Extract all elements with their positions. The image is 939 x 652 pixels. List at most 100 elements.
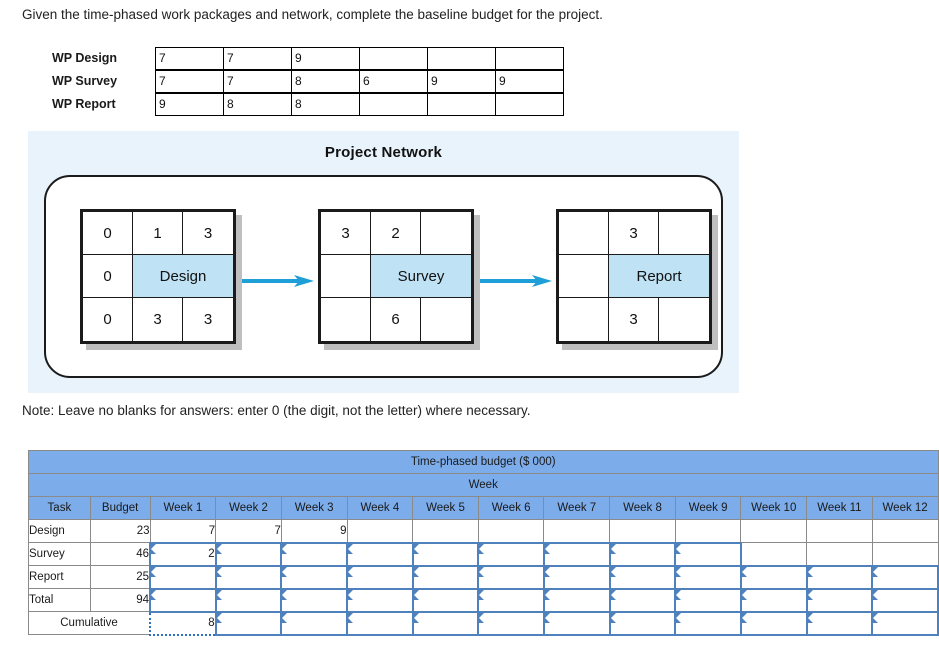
input-survey-week-6[interactable] <box>477 541 545 567</box>
node-cell-late-finish <box>421 298 471 341</box>
table-row-design: Design 23 7 7 9 <box>28 519 939 543</box>
input-report-week-10[interactable] <box>739 564 808 590</box>
input-report-week-1[interactable] <box>149 564 217 590</box>
node-cell-late-start: 0 <box>83 298 133 341</box>
input-total-week-7[interactable] <box>542 587 611 613</box>
column-header-week-12: Week 12 <box>871 496 939 520</box>
input-survey-week-7[interactable] <box>542 541 611 567</box>
wp-cell: 7 <box>223 69 292 93</box>
cell-design-week-11 <box>806 519 873 543</box>
input-total-week-8[interactable] <box>608 587 677 613</box>
page-instruction: Given the time-phased work packages and … <box>22 7 603 22</box>
node-label: Survey <box>371 255 471 298</box>
input-cumulative-week-9[interactable] <box>674 610 742 636</box>
budget-table-head: Time-phased budget ($ 000) Week Task Bud… <box>28 450 939 520</box>
wp-cell <box>495 46 564 70</box>
input-cumulative-week-11[interactable] <box>805 610 874 636</box>
node-cell-slack <box>321 255 371 298</box>
input-cumulative-week-6[interactable] <box>477 610 545 636</box>
column-header-week-2: Week 2 <box>215 496 282 520</box>
node-cell-duration: 3 <box>609 212 659 255</box>
input-cumulative-week-8[interactable] <box>608 610 677 636</box>
week-group-label: Week <box>28 473 939 497</box>
input-total-week-6[interactable] <box>477 587 545 613</box>
cell-survey-week-12 <box>871 542 939 566</box>
wp-cell: 8 <box>291 92 360 116</box>
project-network-panel: Project Network 0 1 3 0 Design 0 3 3 <box>28 131 739 393</box>
input-cumulative-week-4[interactable] <box>346 610 414 636</box>
input-total-week-5[interactable] <box>411 587 480 613</box>
input-report-week-8[interactable] <box>608 564 677 590</box>
input-cumulative-week-2[interactable] <box>214 610 283 636</box>
input-survey-week-4[interactable] <box>346 541 414 567</box>
input-total-week-11[interactable] <box>805 587 874 613</box>
wp-cell <box>427 46 496 70</box>
column-header-week-8: Week 8 <box>609 496 676 520</box>
input-cumulative-week-5[interactable] <box>411 610 480 636</box>
wp-cell: 7 <box>155 69 224 93</box>
wp-cell: 6 <box>359 69 428 93</box>
column-header-week-1: Week 1 <box>149 496 217 520</box>
input-survey-week-5[interactable] <box>411 541 480 567</box>
work-package-row: WP Report 9 8 8 <box>52 92 564 116</box>
budget-table-body: Design 23 7 7 9 Survey 46 2 <box>28 519 939 636</box>
column-header-week-3: Week 3 <box>280 496 348 520</box>
node-cell-late-start <box>321 298 371 341</box>
budget-column-header-row: Task Budget Week 1 Week 2 Week 3 Week 4 … <box>28 496 939 520</box>
input-cumulative-week-1[interactable]: 8 <box>149 610 217 636</box>
input-survey-week-1[interactable]: 2 <box>149 541 217 567</box>
input-report-week-4[interactable] <box>346 564 414 590</box>
network-node-report: 3 Report 3 <box>556 209 718 350</box>
wp-cell: 7 <box>223 46 292 70</box>
project-network-title: Project Network <box>324 144 443 161</box>
wp-cell: 9 <box>495 69 564 93</box>
input-report-week-12[interactable] <box>871 564 939 590</box>
table-row-report: Report 25 <box>28 564 939 590</box>
input-total-week-3[interactable] <box>280 587 348 613</box>
input-total-week-2[interactable] <box>214 587 283 613</box>
input-survey-week-2[interactable] <box>214 541 283 567</box>
column-header-budget: Budget <box>89 496 151 520</box>
input-cumulative-week-10[interactable] <box>739 610 808 636</box>
node-cell-duration: 1 <box>133 212 183 255</box>
work-package-row: WP Survey 7 7 8 6 9 9 <box>52 69 564 93</box>
arrow-survey-to-report <box>480 275 552 287</box>
input-report-week-2[interactable] <box>214 564 283 590</box>
node-cell-early-start: 0 <box>83 212 133 255</box>
input-survey-week-9[interactable] <box>674 541 742 567</box>
input-total-week-9[interactable] <box>674 587 742 613</box>
wp-cell <box>359 46 428 70</box>
input-total-week-1[interactable] <box>149 587 217 613</box>
input-total-week-12[interactable] <box>871 587 939 613</box>
input-report-week-6[interactable] <box>477 564 545 590</box>
input-cumulative-week-3[interactable] <box>280 610 348 636</box>
wp-row-label: WP Survey <box>52 73 118 88</box>
input-report-week-5[interactable] <box>411 564 480 590</box>
node-cell-slack: 0 <box>83 255 133 298</box>
wp-cell: 9 <box>155 92 224 116</box>
wp-row-label: WP Design <box>52 50 118 65</box>
column-header-week-11: Week 11 <box>806 496 873 520</box>
node-cell-early-start <box>559 212 609 255</box>
node-cell-early-finish <box>659 212 709 255</box>
node-cell-duration: 2 <box>371 212 421 255</box>
input-survey-week-3[interactable] <box>280 541 348 567</box>
wp-cell: 7 <box>155 46 224 70</box>
row-label-cumulative: Cumulative <box>28 611 151 635</box>
input-report-week-7[interactable] <box>542 564 611 590</box>
wp-cell <box>495 92 564 116</box>
budget-title-row: Time-phased budget ($ 000) <box>28 450 939 474</box>
input-report-week-3[interactable] <box>280 564 348 590</box>
input-report-week-11[interactable] <box>805 564 874 590</box>
table-row-cumulative: Cumulative 8 <box>28 610 939 636</box>
wp-cell: 9 <box>427 69 496 93</box>
input-cumulative-week-12[interactable] <box>871 610 939 636</box>
column-header-week-6: Week 6 <box>477 496 545 520</box>
input-total-week-10[interactable] <box>739 587 808 613</box>
row-budget-total: 94 <box>89 588 151 612</box>
input-total-week-4[interactable] <box>346 587 414 613</box>
input-report-week-9[interactable] <box>674 564 742 590</box>
input-survey-week-8[interactable] <box>608 541 677 567</box>
input-cumulative-week-7[interactable] <box>542 610 611 636</box>
node-cell-slack <box>559 255 609 298</box>
